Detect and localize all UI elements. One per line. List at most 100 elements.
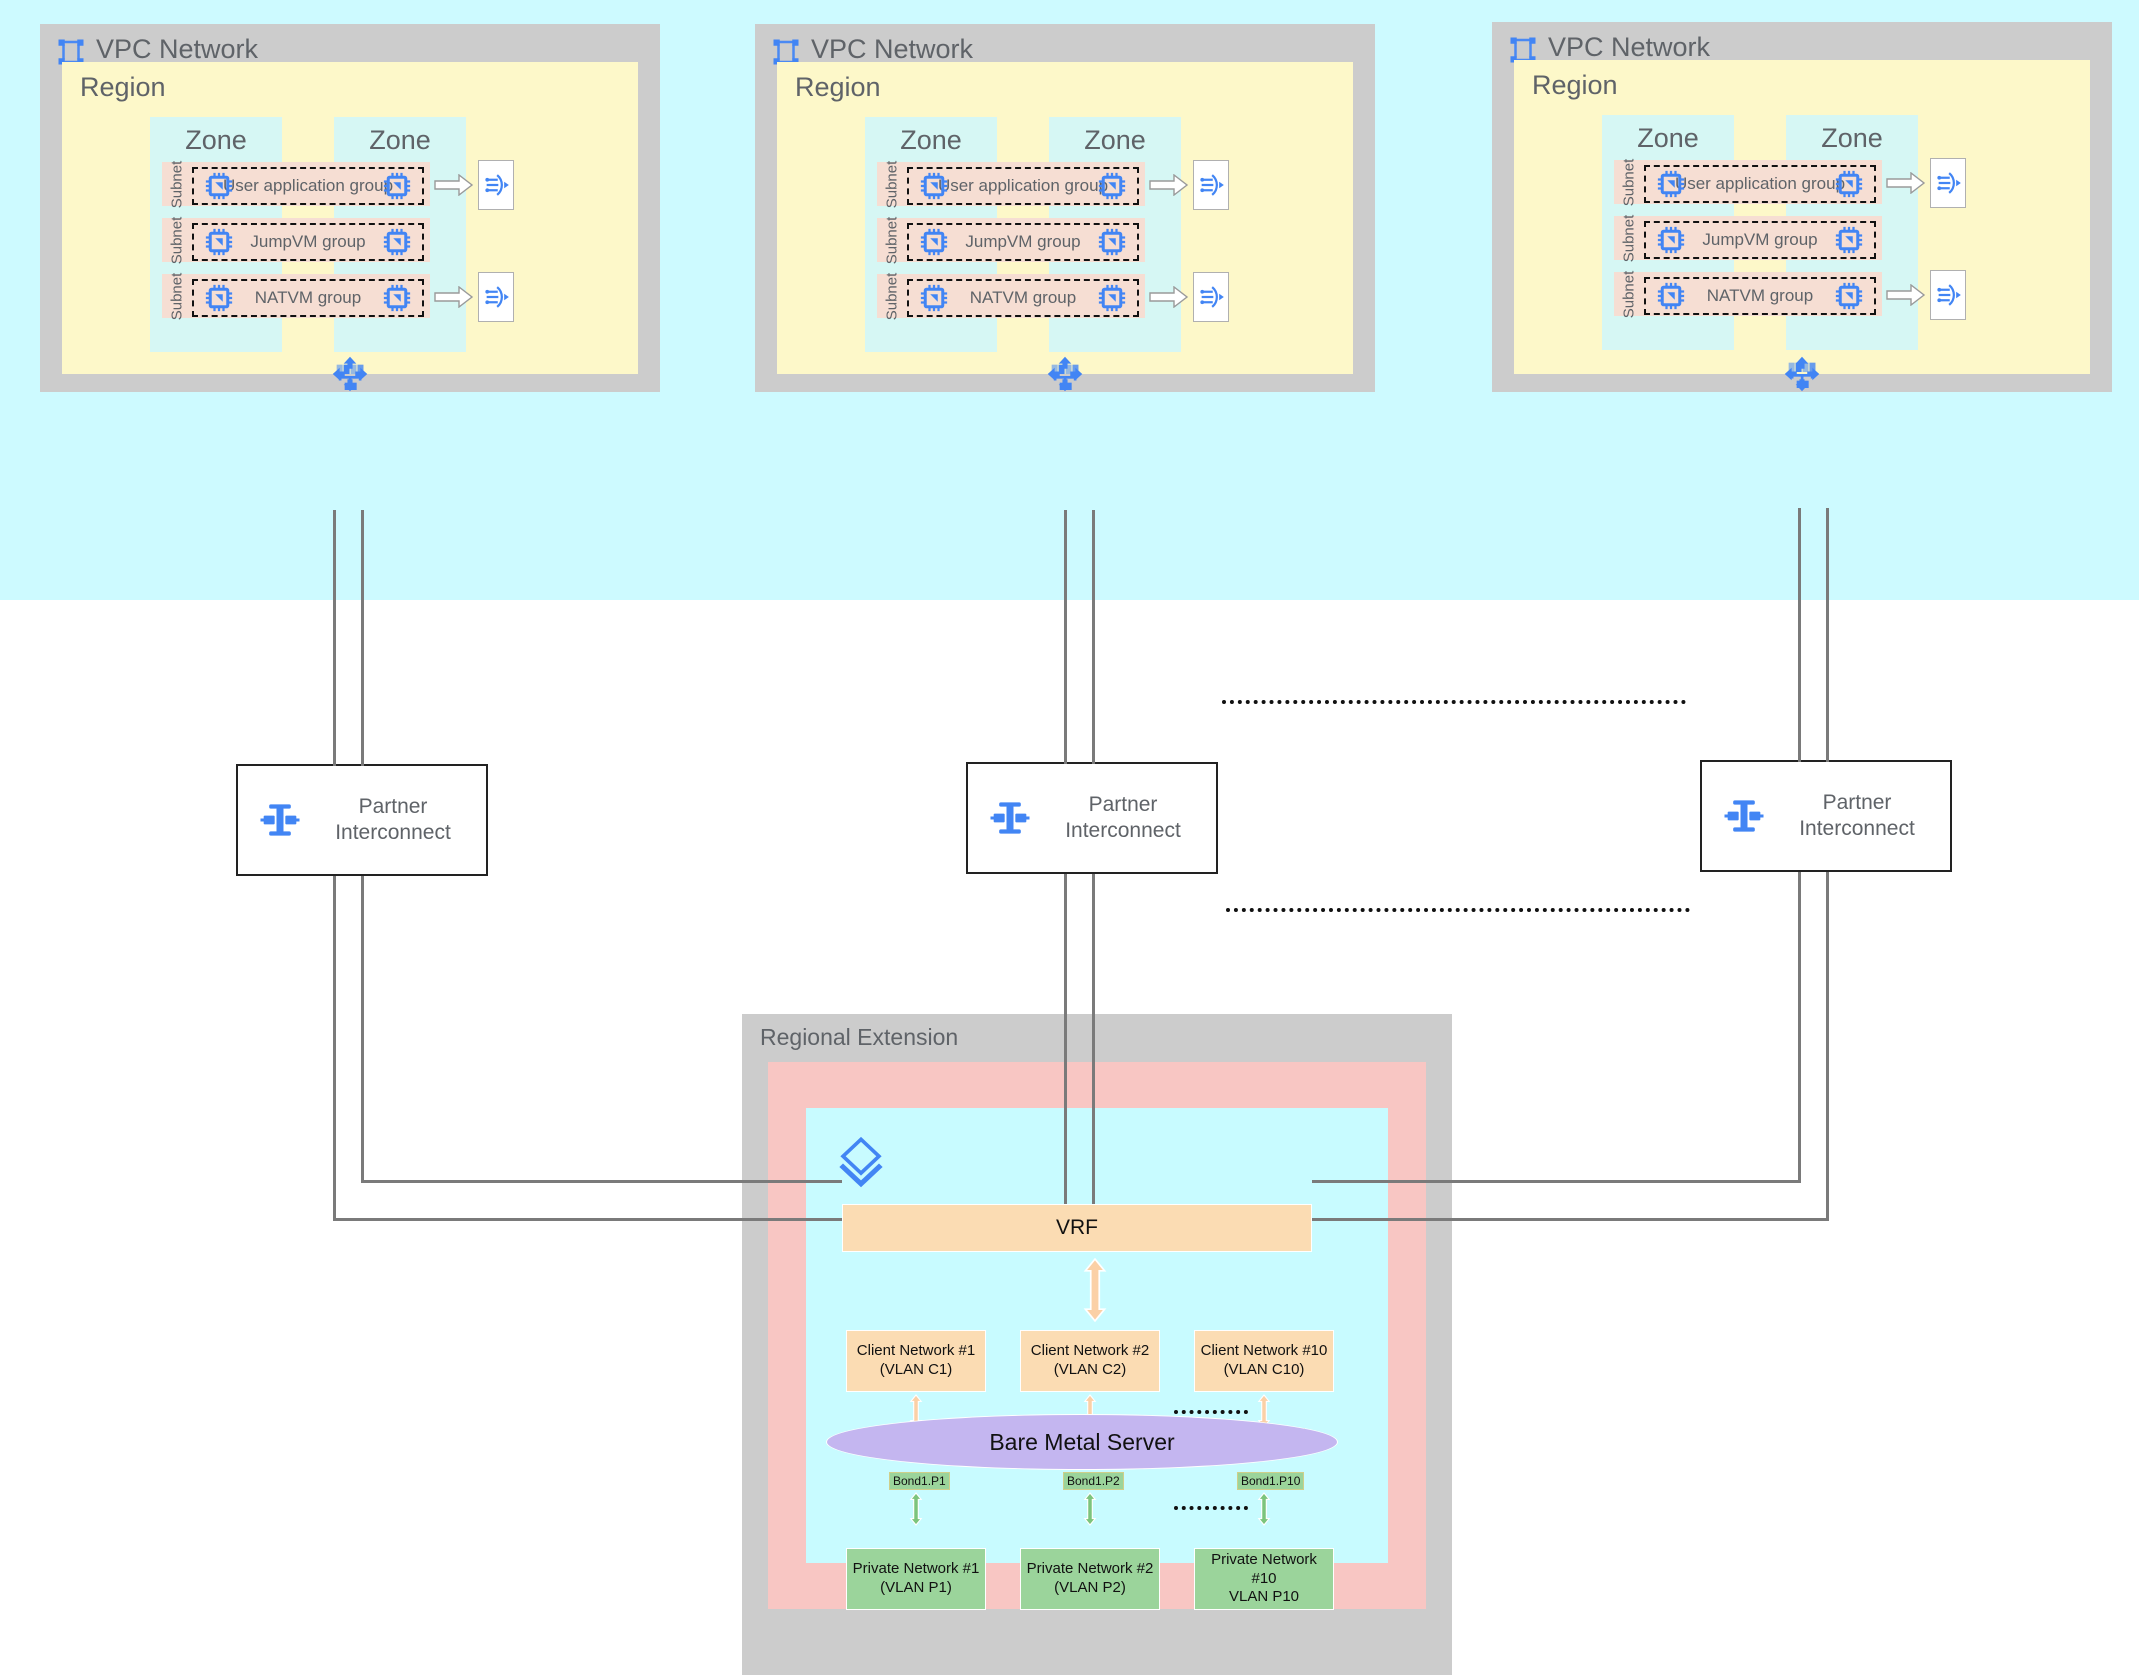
cloud-nat-box[interactable] — [478, 272, 514, 322]
layers-stack-icon — [834, 1136, 888, 1190]
cloud-nat-box[interactable] — [1193, 160, 1229, 210]
link-pi1-down-b — [361, 876, 364, 1182]
instance-group-2: JumpVM group — [1644, 221, 1876, 259]
zone-label: Zone — [369, 125, 431, 155]
client-network-label-line2: (VLAN C1) — [879, 1361, 953, 1378]
client-network-label-line2: (VLAN C10) — [1223, 1361, 1305, 1378]
private-network-label-line1: Private Network — [1211, 1550, 1317, 1568]
traffic-arrow-icon — [1886, 283, 1926, 307]
region-continuation-ellipsis-top — [1222, 700, 1686, 704]
client-network-3[interactable]: Client Network #10(VLAN C10) — [1194, 1330, 1334, 1392]
vpc-network-icon — [771, 37, 801, 67]
private-network-label-line3: VLAN P10 — [1228, 1588, 1300, 1606]
link-vpc3-router-to-pi3-b — [1826, 508, 1829, 762]
vm-chip-icon — [204, 283, 234, 313]
region-label: Region — [80, 72, 166, 102]
vm-chip-icon — [1656, 225, 1686, 255]
private-network-1[interactable]: Private Network #1(VLAN P1) — [846, 1548, 986, 1610]
subnet-label-text: Subnet — [1620, 214, 1638, 262]
subnet-label-text: Subnet — [168, 272, 186, 320]
bond-tag-private-2: Bond1.P2 — [1063, 1472, 1124, 1490]
link-pi2-to-vrf-b — [1092, 874, 1095, 1204]
cloud-nat-icon — [482, 283, 510, 311]
private-network-label-line2: (VLAN P1) — [880, 1579, 952, 1596]
instance-group-label: NATVM group — [969, 288, 1077, 307]
partner-interconnect-label-line2: Interconnect — [1799, 817, 1915, 840]
link-pi2-to-vrf-a — [1064, 874, 1067, 1204]
vpc-network-icon — [56, 37, 86, 67]
private-network-ellipsis — [1174, 1506, 1248, 1510]
subnet-label: Subnet — [881, 160, 903, 208]
private-network-link-arrow-icon — [1255, 1492, 1273, 1526]
client-network-ellipsis — [1174, 1410, 1248, 1414]
cloud-nat-box[interactable] — [1193, 272, 1229, 322]
vm-chip-icon — [1097, 227, 1127, 257]
instance-group-3: NATVM group — [907, 279, 1139, 317]
vm-chip-icon — [1656, 281, 1686, 311]
vm-chip-icon — [1097, 283, 1127, 313]
instance-group-label: JumpVM group — [250, 232, 366, 251]
vrf-to-client-arrow-icon — [1080, 1257, 1110, 1323]
subnet-label-text: Subnet — [1620, 158, 1638, 206]
link-pi1-down-a — [333, 876, 336, 1220]
instance-group-1: User application group — [907, 167, 1139, 205]
client-network-1[interactable]: Client Network #1(VLAN C1) — [846, 1330, 986, 1392]
traffic-arrow-icon — [434, 173, 474, 197]
cloud-nat-box[interactable] — [1930, 158, 1966, 208]
private-network-label-line1: Private Network #1 — [852, 1560, 980, 1578]
partner-interconnect-icon — [990, 798, 1030, 838]
zone-label: Zone — [185, 125, 247, 155]
subnet-label-text: Subnet — [1620, 270, 1638, 318]
link-pi3-down-a — [1798, 872, 1801, 1180]
instance-group-label: NATVM group — [1706, 286, 1814, 305]
partner-interconnect-icon — [1724, 796, 1764, 836]
region-label: Region — [795, 72, 881, 102]
subnet-band-3: Subnet NATVM group — [877, 272, 1145, 320]
private-network-2[interactable]: Private Network #2(VLAN P2) — [1020, 1548, 1160, 1610]
instance-group-1: User application group — [192, 167, 424, 205]
partner-interconnect-icon — [260, 800, 300, 840]
subnet-band-2: Subnet JumpVM group — [1614, 214, 1882, 262]
traffic-arrow-icon — [1886, 171, 1926, 195]
instance-group-3: NATVM group — [192, 279, 424, 317]
cloud-nat-box[interactable] — [478, 160, 514, 210]
subnet-label: Subnet — [1618, 158, 1640, 206]
subnet-label-text: Subnet — [168, 160, 186, 208]
vrf-box[interactable]: VRF — [842, 1204, 1312, 1252]
cloud-nat-box[interactable] — [1930, 270, 1966, 320]
instance-group-label: JumpVM group — [1702, 230, 1818, 249]
link-pi3-to-vrf-a — [1312, 1180, 1801, 1183]
cloud-nat-icon — [1197, 283, 1225, 311]
cloud-router-icon — [1047, 356, 1083, 392]
partner-interconnect-label-line1: Partner — [358, 794, 428, 818]
private-network-link-arrow-icon — [907, 1492, 925, 1526]
vpc-network-title: VPC Network — [96, 34, 259, 64]
link-vpc2-router-to-pi2-a — [1064, 510, 1067, 764]
link-vpc1-router-to-pi1-b — [361, 510, 364, 766]
client-network-2[interactable]: Client Network #2(VLAN C2) — [1020, 1330, 1160, 1392]
subnet-label: Subnet — [881, 216, 903, 264]
cloud-router-icon — [1784, 356, 1820, 392]
regional-extension-title: Regional Extension — [760, 1024, 959, 1050]
vm-chip-icon — [382, 283, 412, 313]
cloud-nat-icon — [1197, 171, 1225, 199]
subnet-label: Subnet — [166, 160, 188, 208]
cloud-router-icon — [332, 356, 368, 392]
client-network-label-line2: (VLAN C2) — [1053, 1361, 1127, 1378]
vm-chip-icon — [1097, 171, 1127, 201]
instance-group-label: User application group — [1674, 174, 1846, 193]
client-network-label-line1: Client Network #10 — [1200, 1342, 1328, 1360]
bare-metal-server[interactable]: Bare Metal Server — [826, 1414, 1338, 1470]
vm-chip-icon — [382, 171, 412, 201]
partner-interconnect-label-line1: Partner — [1088, 792, 1158, 816]
vm-chip-icon — [1834, 225, 1864, 255]
bond-tag-private-1: Bond1.P1 — [889, 1472, 950, 1490]
partner-interconnect-label-line2: Interconnect — [335, 821, 451, 844]
partner-interconnect-label-line1: Partner — [1822, 790, 1892, 814]
